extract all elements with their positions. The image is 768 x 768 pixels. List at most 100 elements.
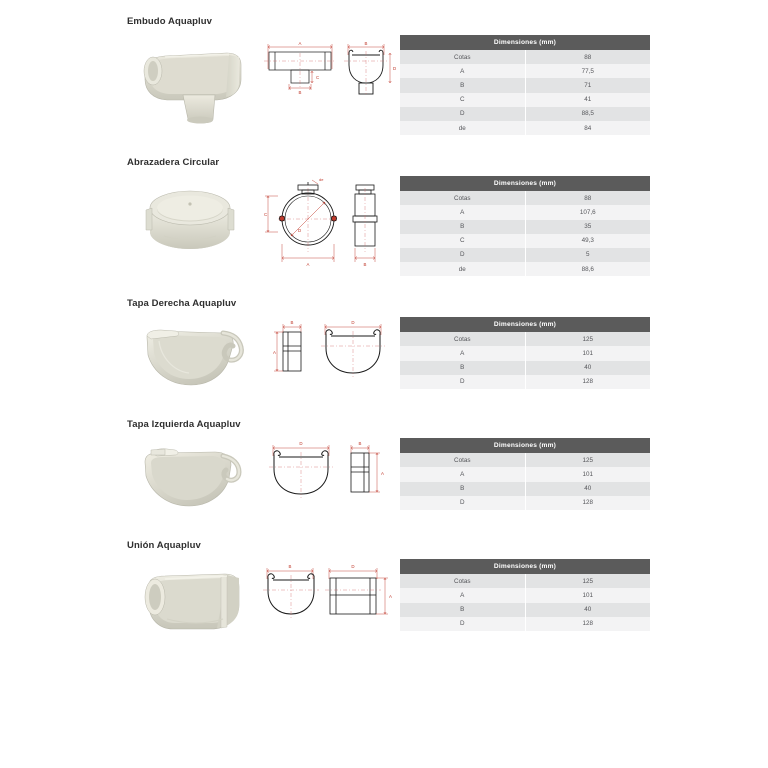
cell-label: A: [400, 64, 526, 79]
left-end-cap-drawing: D B: [252, 436, 400, 510]
drawing-label-de: de: [319, 177, 324, 182]
drawing-label-A: A: [273, 350, 276, 355]
right-end-cap-photo: [127, 315, 252, 397]
right-end-cap-drawing: B A: [252, 315, 400, 389]
cell-label: A: [400, 588, 526, 603]
cell-value: 128: [525, 495, 650, 510]
drawing-label-B: B: [289, 564, 292, 569]
cell-label: Cotas: [400, 332, 526, 347]
gutter-union-photo: [127, 557, 252, 643]
cell-label: D: [400, 495, 526, 510]
cell-label: B: [400, 481, 526, 496]
drawing-label-B: B: [364, 262, 367, 267]
cell-label: de: [400, 120, 526, 136]
drawing-label-B: B: [359, 441, 362, 446]
drawing-label-A: A: [381, 471, 384, 476]
cell-value: 40: [525, 602, 650, 617]
drawing-label-B2: B: [365, 41, 368, 46]
cell-value: 125: [525, 574, 650, 589]
circular-clamp-photo: [127, 174, 252, 262]
table-header: Dimensiones (mm): [400, 317, 650, 333]
cell-value: 5: [525, 247, 650, 263]
cell-value: 41: [525, 92, 650, 107]
page-title: Abrazadera Circular: [127, 157, 220, 169]
drawing-label-D: D: [351, 320, 354, 325]
gutter-union-drawing: B D: [252, 557, 400, 635]
gutter-outlet-photo: [127, 33, 252, 125]
cell-label: D: [400, 106, 526, 121]
page-title: Embudo Aquapluv: [127, 16, 213, 27]
cell-label: Cotas: [400, 50, 526, 65]
page-title: Tapa Derecha Aquapluv: [127, 298, 237, 310]
product-row: Tapa Izquierda Aquapluv: [0, 397, 768, 518]
drawing-label-B: B: [299, 90, 302, 95]
cell-label: B: [400, 602, 526, 617]
drawing-label-C: C: [264, 212, 267, 217]
table-header: Dimensiones (mm): [400, 438, 650, 454]
table-header: Dimensiones (mm): [400, 35, 650, 50]
drawing-label-D: D: [298, 228, 301, 233]
cell-value: 101: [525, 588, 650, 603]
cell-value: 40: [525, 481, 650, 496]
cell-value: 40: [525, 360, 650, 375]
gutter-outlet-drawing: A C: [252, 33, 400, 115]
cell-label: B: [400, 78, 526, 93]
cell-label: Cotas: [400, 574, 526, 589]
cell-value: 125: [525, 332, 650, 347]
cell-label: C: [400, 233, 526, 248]
cell-value: 101: [525, 346, 650, 361]
drawing-label-D: D: [351, 564, 354, 569]
cell-value: 84: [525, 120, 650, 136]
cell-value: 125: [525, 453, 650, 468]
drawing-label-A: A: [307, 262, 310, 267]
cell-value: 128: [525, 374, 650, 389]
cell-value: 88: [525, 50, 650, 65]
cell-label: B: [400, 219, 526, 234]
cell-label: Cotas: [400, 453, 526, 468]
cell-value: 88,6: [525, 262, 650, 277]
table-header: Dimensiones (mm): [400, 176, 650, 192]
drawing-label-D: D: [299, 441, 302, 446]
cell-value: 101: [525, 467, 650, 482]
cell-value: 107,6: [525, 205, 650, 220]
cell-label: Cotas: [400, 191, 526, 206]
cell-label: B: [400, 360, 526, 375]
cell-label: A: [400, 467, 526, 482]
drawing-label-D: D: [393, 66, 396, 71]
product-row: Abrazadera Circular: [0, 135, 768, 277]
cell-value: 128: [525, 616, 650, 631]
cell-label: C: [400, 92, 526, 107]
drawing-label-B: B: [291, 320, 294, 325]
product-row: Tapa Derecha Aquapluv: [0, 276, 768, 397]
cell-label: A: [400, 205, 526, 220]
cell-value: 49,3: [525, 233, 650, 248]
cell-label: A: [400, 346, 526, 361]
